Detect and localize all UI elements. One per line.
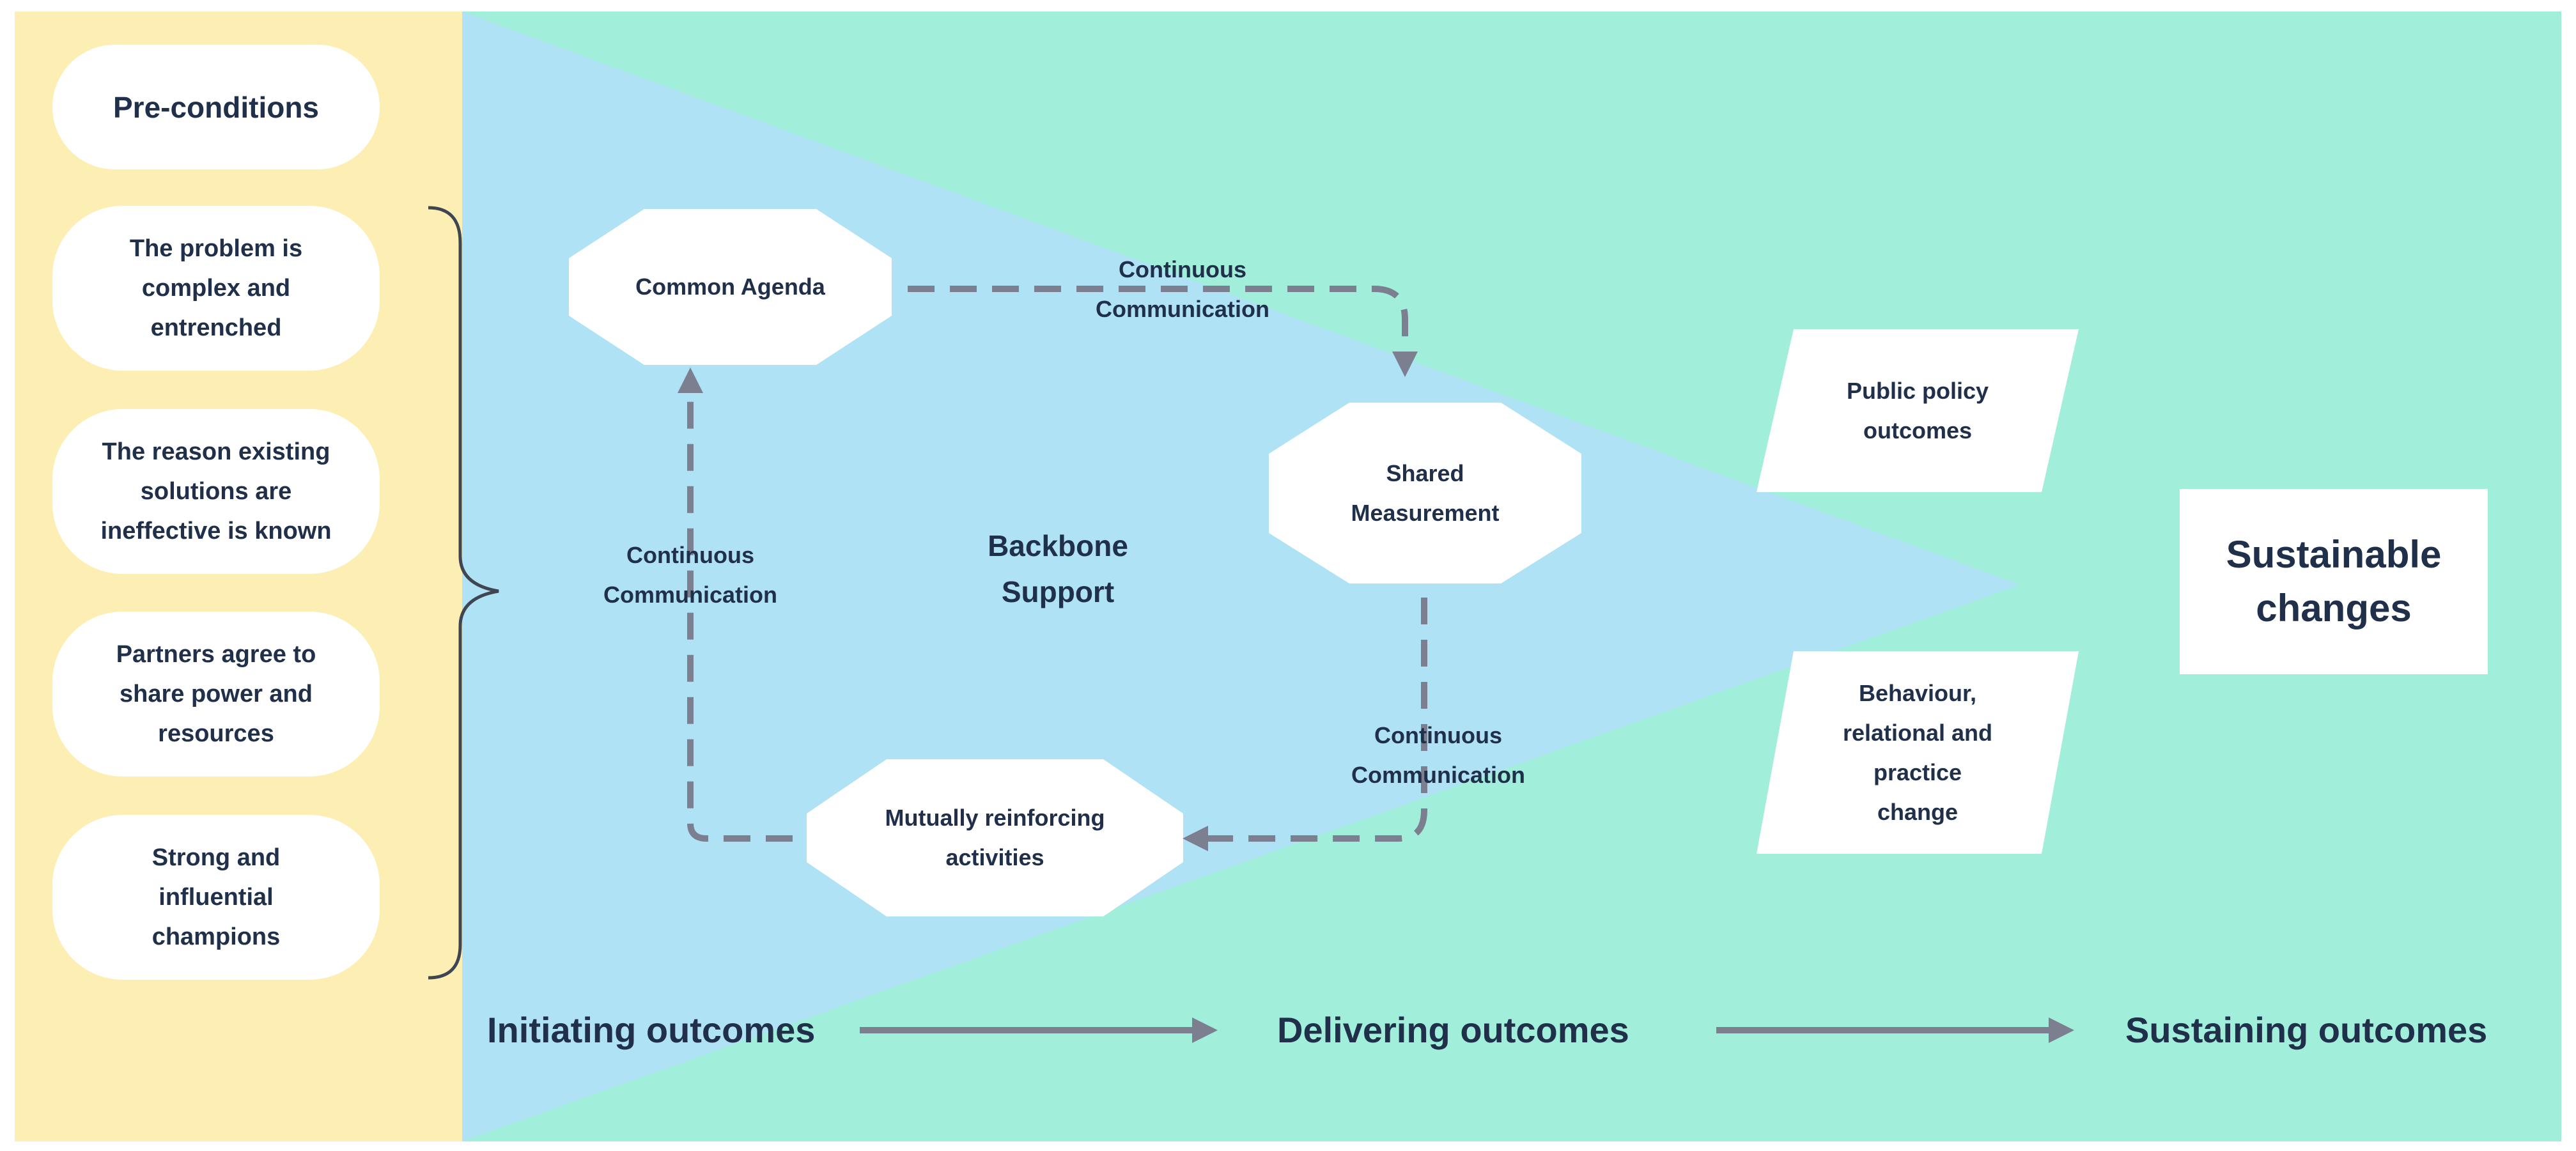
precondition-line: The reason existing [102, 438, 330, 465]
mutually-reinforcing-line: activities [945, 844, 1044, 870]
shared-measurement-label: Shared Measurement [1269, 403, 1581, 583]
communication-label-top: Continuous Communication [1048, 248, 1317, 331]
stage-initiating-label: Initiating outcomes [487, 1009, 816, 1050]
backbone-support-label: Backbone Support [940, 518, 1176, 620]
behaviour-change-label: Behaviour, relational and practice chang… [1757, 651, 2079, 854]
stage-sustaining-label: Sustaining outcomes [2125, 1009, 2488, 1050]
precondition-line: Strong and [151, 844, 281, 871]
public-policy-label: Public policy outcomes [1757, 329, 2079, 492]
preconditions-header-text: Pre-conditions [113, 90, 320, 124]
precondition-line: share power and [120, 681, 313, 707]
sustainable-changes-box: Sustainable changes [2180, 489, 2488, 674]
communication-arrow-left [678, 367, 793, 842]
communication-line: Communication [1351, 762, 1525, 788]
precondition-line: ineffective is known [100, 518, 332, 545]
communication-label-left: Continuous Communication [556, 534, 825, 617]
backbone-line: Backbone [988, 529, 1128, 562]
sustainable-line: Sustainable [2226, 533, 2442, 576]
precondition-line: Partners agree to [116, 641, 316, 668]
precondition-item: Partners agree to share power and resour… [52, 612, 380, 776]
precondition-item: Strong and influential champions [52, 815, 380, 980]
shared-measurement-line: Shared [1386, 460, 1464, 486]
mutually-reinforcing-line: Mutually reinforcing [885, 805, 1105, 831]
stage-delivering-label: Delivering outcomes [1277, 1009, 1629, 1050]
precondition-line: solutions are [140, 478, 292, 505]
precondition-line: resources [158, 720, 274, 747]
behaviour-line: relational and [1842, 719, 1993, 746]
precondition-item: The reason existing solutions are ineffe… [52, 409, 380, 574]
precondition-line: influential [159, 884, 274, 911]
communication-line: Continuous [1374, 722, 1502, 748]
communication-arrow-top [908, 286, 1418, 377]
communication-arrow-right [1183, 598, 1427, 851]
behaviour-parallelogram [1757, 651, 2079, 854]
public-policy-line: outcomes [1863, 417, 1973, 444]
common-agenda-hexagon [569, 209, 892, 365]
communication-line: Communication [1095, 296, 1269, 322]
communication-line: Continuous [626, 542, 754, 568]
mutually-reinforcing-hexagon [807, 759, 1183, 916]
precondition-line: entrenched [150, 314, 282, 341]
public-policy-parallelogram [1757, 329, 2079, 492]
preconditions-brace [428, 206, 499, 980]
precondition-line: complex and [141, 275, 291, 302]
communication-label-right: Continuous Communication [1298, 714, 1579, 797]
behaviour-line: Behaviour, [1858, 679, 1977, 706]
shared-measurement-line: Measurement [1351, 499, 1500, 526]
behaviour-line: practice [1873, 759, 1962, 785]
communication-line: Continuous [1119, 256, 1246, 282]
shared-measurement-hexagon [1269, 403, 1581, 583]
common-agenda-text: Common Agenda [635, 274, 825, 300]
preconditions-header: Pre-conditions [52, 45, 380, 169]
precondition-line: The problem is [129, 235, 303, 262]
precondition-item: The problem is complex and entrenched [52, 206, 380, 371]
precondition-line: champions [151, 923, 281, 950]
common-agenda-label: Common Agenda [569, 209, 892, 365]
sustainable-line: changes [2256, 587, 2412, 630]
backbone-line: Support [1001, 575, 1115, 608]
behaviour-line: change [1877, 798, 1959, 825]
communication-line: Communication [603, 582, 777, 608]
public-policy-line: Public policy [1846, 377, 1989, 404]
mutually-reinforcing-label: Mutually reinforcing activities [807, 759, 1183, 916]
